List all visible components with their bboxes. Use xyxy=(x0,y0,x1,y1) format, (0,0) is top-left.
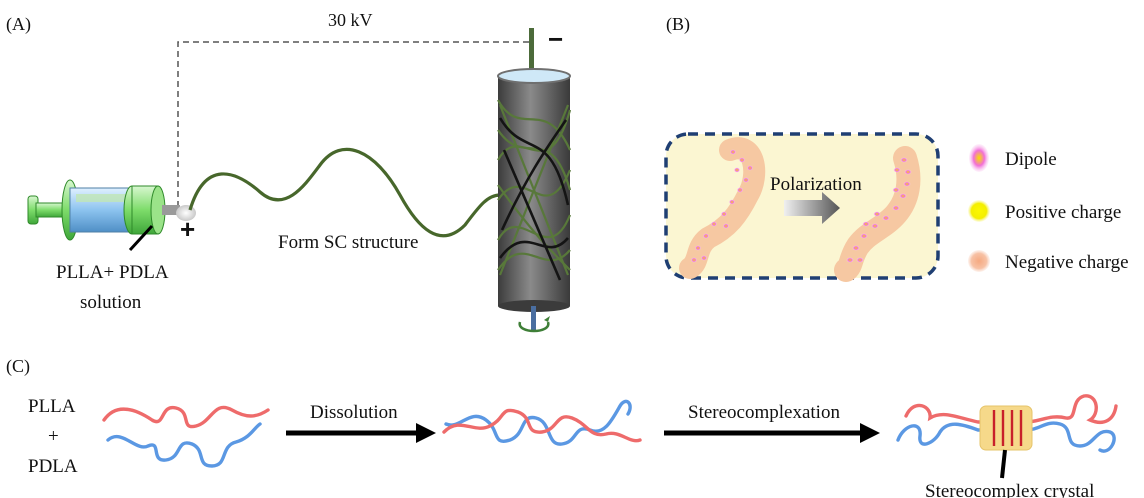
dipole-marker-icon xyxy=(969,144,989,172)
stereocomplexation-label: Stereocomplexation xyxy=(688,402,840,423)
syringe-label-line1: PLLA+ PDLA xyxy=(56,262,169,283)
pdla-chain-mixed xyxy=(444,399,632,446)
panel-label-c: (C) xyxy=(6,356,30,377)
syringe-label-pointer xyxy=(128,224,154,252)
crystal-stripes xyxy=(992,410,1023,446)
legend-negative: Negative charge xyxy=(968,250,1129,273)
syringe xyxy=(27,179,196,241)
electrospun-jet xyxy=(188,147,501,238)
left-label-line1: PLLA xyxy=(28,396,76,417)
crystal-label-pointer xyxy=(1000,449,1007,479)
legend-positive: Positive charge xyxy=(968,200,1121,223)
random-dipoles xyxy=(691,149,753,263)
legend-dipole: Dipole xyxy=(969,144,1057,172)
stereocomplex-crystal xyxy=(979,405,1033,451)
left-label-line3: PDLA xyxy=(28,456,78,477)
plla-chain-complex xyxy=(904,394,1118,425)
legend-negative-label: Negative charge xyxy=(1005,252,1129,273)
plla-chain-separate xyxy=(102,405,270,429)
polarization-label: Polarization xyxy=(770,174,862,195)
plla-chain-mixed xyxy=(442,408,642,443)
unpolarized-fiber xyxy=(679,137,766,279)
panel-label-b: (B) xyxy=(666,14,690,35)
negative-electrode-rod xyxy=(529,28,534,78)
voltage-wire xyxy=(177,41,532,207)
jet-label: Form SC structure xyxy=(278,232,418,253)
panel-label-a: (A) xyxy=(6,14,31,35)
stereocomplexation-arrow-head xyxy=(860,423,880,443)
negative-charge-marker-icon xyxy=(968,250,990,272)
pdla-chain-complex xyxy=(896,421,1116,453)
crystal-label: Stereocomplex crystal xyxy=(925,481,1094,498)
left-label-line2: + xyxy=(48,426,59,447)
legend-positive-label: Positive charge xyxy=(1005,202,1121,223)
negative-sign: − xyxy=(548,24,563,54)
polarization-arrow xyxy=(784,192,840,224)
legend-dipole-label: Dipole xyxy=(1005,149,1057,170)
syringe-label-line2: solution xyxy=(80,292,142,313)
positive-charge-marker-icon xyxy=(968,200,990,222)
positive-sign: + xyxy=(180,214,195,244)
dissolution-label: Dissolution xyxy=(310,402,398,423)
rotating-collector xyxy=(497,68,572,333)
aligned-dipoles xyxy=(846,157,912,263)
dissolution-arrow-head xyxy=(416,423,436,443)
pdla-chain-separate xyxy=(106,422,262,468)
voltage-label: 30 kV xyxy=(328,10,373,30)
